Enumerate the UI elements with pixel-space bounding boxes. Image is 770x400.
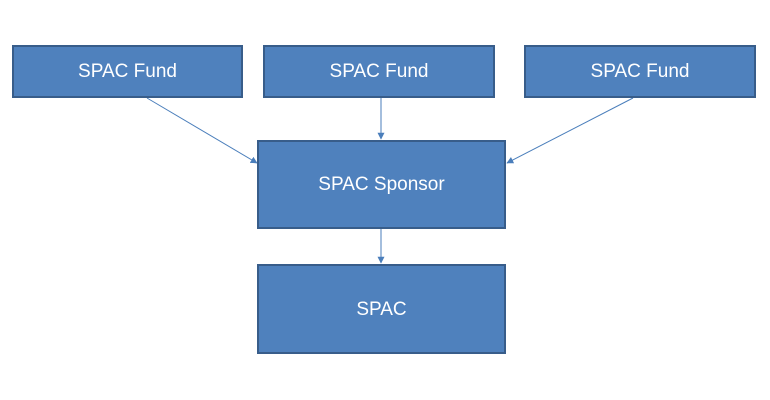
spac-label: SPAC (356, 298, 407, 320)
spac-fund-box-middle: SPAC Fund (263, 45, 495, 98)
arrow-right-fund-to-sponsor (506, 97, 634, 164)
spac-fund-label: SPAC Fund (78, 61, 177, 82)
arrow-left-fund-to-sponsor (146, 97, 258, 164)
spac-sponsor-box: SPAC Sponsor (257, 140, 506, 229)
spac-sponsor-label: SPAC Sponsor (318, 174, 445, 195)
spac-fund-box-right: SPAC Fund (524, 45, 756, 98)
spac-fund-box-left: SPAC Fund (12, 45, 243, 98)
spac-fund-label: SPAC Fund (329, 61, 429, 82)
spac-fund-label: SPAC Fund (590, 61, 690, 82)
spac-box: SPAC (257, 264, 506, 354)
